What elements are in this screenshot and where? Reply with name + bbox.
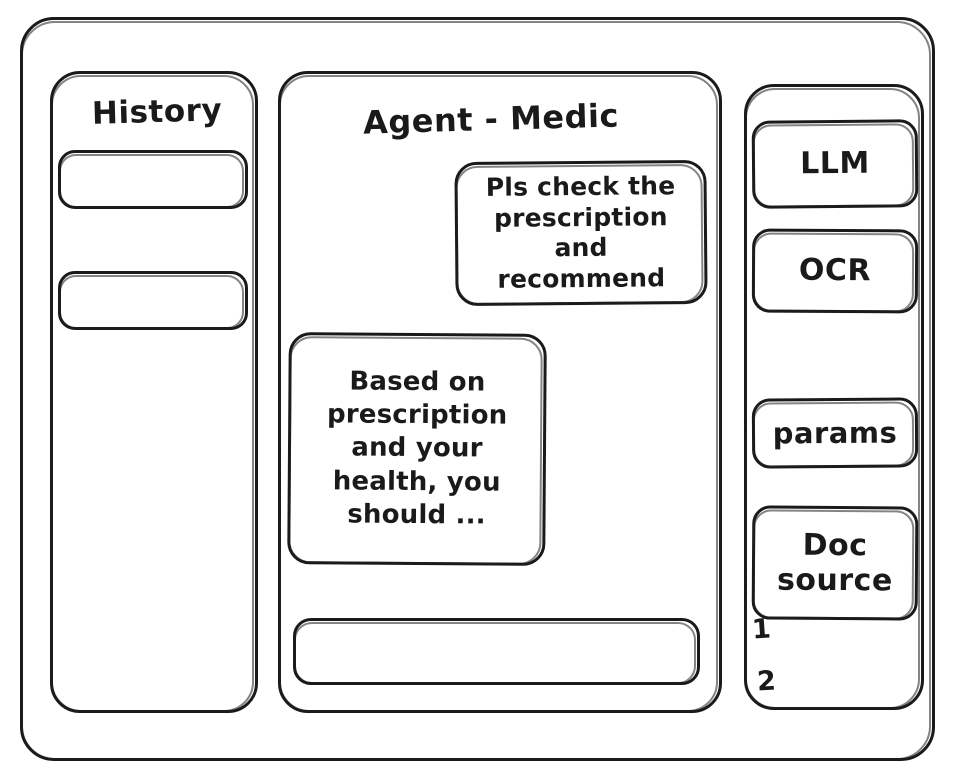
tool-button-llm-label: LLM [800, 145, 870, 182]
tool-button-ocr-label: OCR [798, 253, 872, 289]
history-panel [50, 71, 258, 713]
chat-message-user-text: Pls check the prescription and recommend [485, 171, 676, 294]
chat-message-user: Pls check the prescription and recommend [454, 159, 708, 307]
history-list-item[interactable] [58, 271, 248, 330]
chat-composer-input[interactable] [293, 618, 700, 685]
tools-panel [744, 84, 924, 710]
history-panel-title: History [91, 92, 223, 132]
tool-button-doc-source-label: Doc source [776, 527, 893, 599]
app-window-frame [20, 17, 935, 761]
tool-button-llm[interactable]: LLM [751, 119, 919, 209]
tool-button-ocr[interactable]: OCR [751, 228, 919, 314]
doc-source-ref-1[interactable]: 1 [750, 613, 772, 646]
chat-message-agent-text: Based on prescription and your health, y… [326, 366, 508, 531]
doc-source-ref-2[interactable]: 2 [756, 665, 777, 698]
history-list-item[interactable] [58, 150, 248, 209]
chat-message-agent: Based on prescription and your health, y… [287, 332, 547, 566]
tool-button-doc-source[interactable]: Doc source [751, 505, 919, 621]
chat-panel-title: Agent - Medic [362, 96, 620, 142]
tool-button-params[interactable]: params [751, 397, 919, 469]
tool-button-params-label: params [772, 415, 898, 451]
chat-panel [278, 71, 722, 713]
